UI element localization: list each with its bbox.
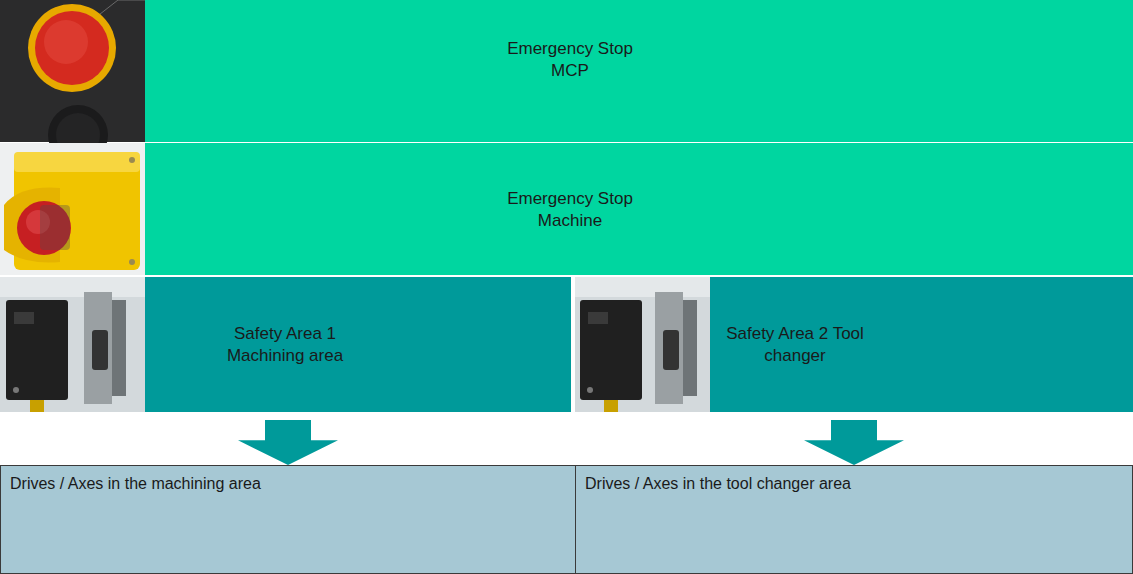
drive-group-box: Drives / Axes in the machining area (0, 465, 576, 574)
band-label: Safety Area 2 Tool changer (720, 323, 870, 367)
machine-estop-photo (0, 143, 145, 275)
door-switch-photo (0, 277, 145, 412)
door-switch-photo (575, 277, 710, 412)
estop-band: Emergency Stop Machine (145, 143, 1133, 275)
band-label: Emergency Stop Machine (495, 188, 645, 232)
safety-area-band: Safety Area 2 Tool changer (710, 277, 1133, 412)
drive-group-box: Drives / Axes in the tool changer area (575, 465, 1133, 574)
block-arrow (804, 420, 904, 465)
group-label: Drives / Axes in the machining area (10, 474, 261, 494)
mcp-estop-photo (0, 0, 145, 165)
safety-area-band: Safety Area 1 Machining area (145, 277, 571, 412)
band-label: Safety Area 1 Machining area (210, 323, 360, 367)
band-label: Emergency Stop MCP (495, 38, 645, 82)
block-arrow (238, 420, 338, 465)
estop-band: Emergency Stop MCP (145, 0, 1133, 142)
group-label: Drives / Axes in the tool changer area (585, 474, 851, 494)
